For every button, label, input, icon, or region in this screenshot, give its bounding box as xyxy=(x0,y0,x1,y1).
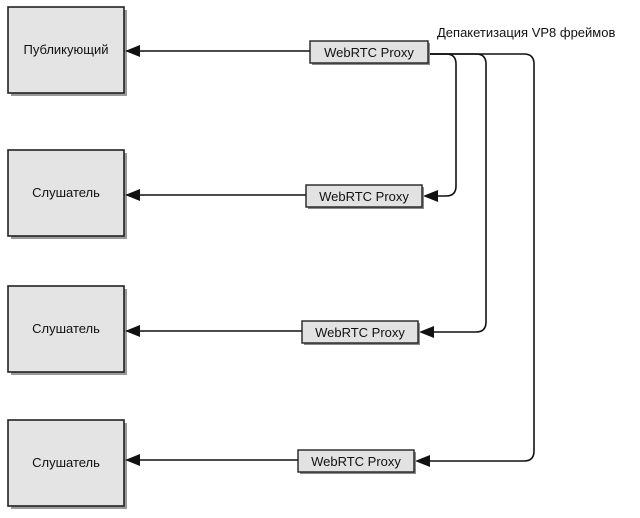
node-publisher-label: Публикующий xyxy=(23,42,108,57)
proxy-2-label: WebRTC Proxy xyxy=(315,325,405,340)
edge-proxy-1-to-listener-1 xyxy=(125,189,306,201)
node-listener-3: Слушатель xyxy=(7,419,127,509)
node-listener-3-label: Слушатель xyxy=(32,455,100,470)
node-listener-2-label: Слушатель xyxy=(32,321,100,336)
proxy-0-label: WebRTC Proxy xyxy=(324,45,414,60)
depacketization-annotation: Депакетизация VP8 фреймов xyxy=(437,25,615,40)
node-listener-1: Слушатель xyxy=(7,149,127,239)
proxy-box-0: WebRTC Proxy xyxy=(309,40,430,65)
edge-proxy-0-to-proxy-3 xyxy=(415,53,535,467)
node-listener-1-label: Слушатель xyxy=(32,185,100,200)
proxy-box-2: WebRTC Proxy xyxy=(301,320,420,345)
proxy-1-label: WebRTC Proxy xyxy=(319,189,409,204)
proxy-3-label: WebRTC Proxy xyxy=(311,454,401,469)
node-listener-2: Слушатель xyxy=(7,285,127,375)
edge-proxy-0-to-proxy-1 xyxy=(423,53,457,202)
edge-proxy-2-to-listener-2 xyxy=(125,325,302,337)
proxy-box-3: WebRTC Proxy xyxy=(297,449,416,474)
node-publisher: Публикующий xyxy=(7,6,127,96)
proxy-box-1: WebRTC Proxy xyxy=(305,184,424,209)
edge-proxy-3-to-listener-3 xyxy=(125,454,298,466)
edge-proxy-0-to-publisher xyxy=(125,45,310,57)
